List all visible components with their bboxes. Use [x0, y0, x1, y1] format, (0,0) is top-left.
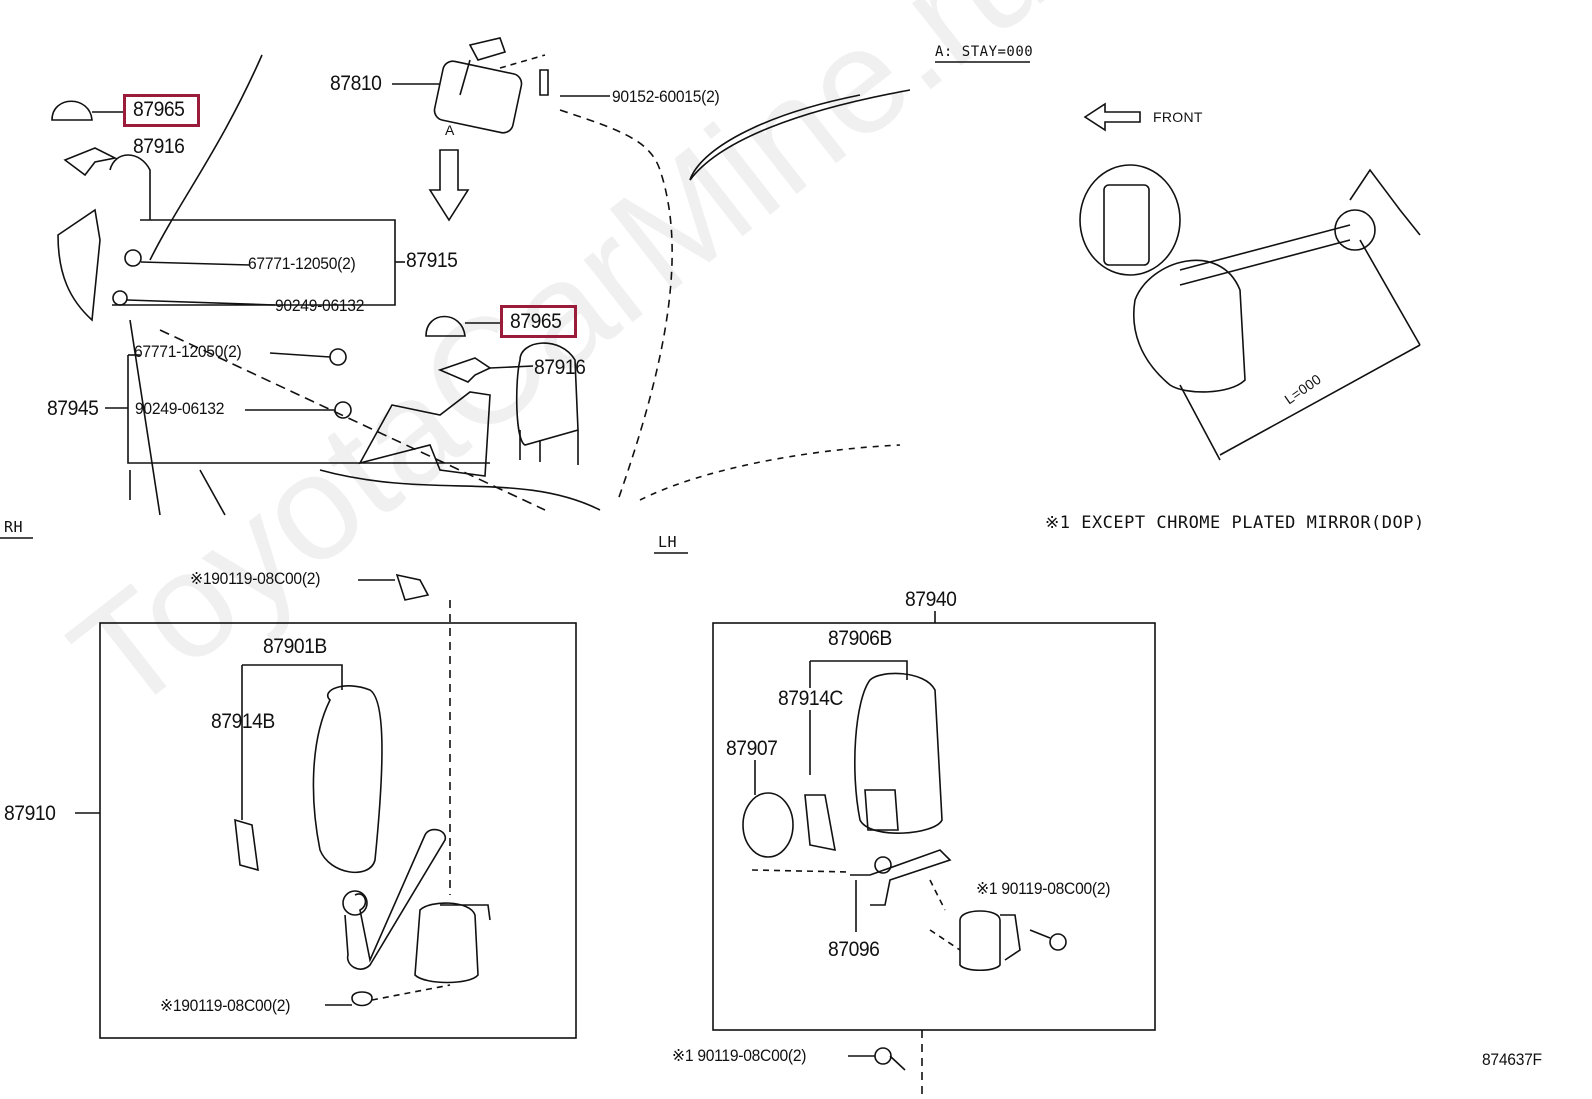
part-label-87916-lh[interactable]: 87916 — [534, 356, 586, 379]
stay-note: A: STAY=000 — [935, 44, 1034, 60]
except-note: ※1 EXCEPT CHROME PLATED MIRROR(DOP) — [1045, 513, 1425, 533]
highlight-87965-lh — [500, 305, 577, 338]
part-label-90119-d[interactable]: ※1 90119-08C00(2) — [672, 1046, 807, 1065]
part-label-87810[interactable]: 87810 — [330, 72, 382, 95]
diagram-id: 874637F — [1482, 1050, 1542, 1069]
part-label-87915[interactable]: 87915 — [406, 249, 458, 272]
part-label-87945[interactable]: 87945 — [47, 397, 99, 420]
part-label-87916-rh[interactable]: 87916 — [133, 135, 185, 158]
highlight-87965-rh — [123, 94, 200, 127]
part-label-87901b[interactable]: 87901B — [263, 635, 327, 658]
part-label-87914c[interactable]: 87914C — [778, 687, 843, 710]
part-label-90249-b[interactable]: 90249-06132 — [135, 399, 225, 418]
part-label-87910[interactable]: 87910 — [4, 802, 56, 825]
part-label-90152[interactable]: 90152-60015(2) — [612, 87, 720, 106]
part-label-90119-c[interactable]: ※1 90119-08C00(2) — [976, 879, 1111, 898]
part-label-90119-b[interactable]: ※190119-08C00(2) — [160, 996, 291, 1015]
part-label-87965-rh[interactable]: 87965 — [133, 98, 185, 121]
view-label-a: A — [445, 122, 455, 138]
part-label-90249-a[interactable]: 90249-06132 — [275, 296, 365, 315]
part-label-87096[interactable]: 87096 — [828, 938, 880, 961]
part-label-67771-b[interactable]: 67771-12050(2) — [134, 342, 242, 361]
mirror-cover-icon — [51, 100, 93, 121]
part-label-87907[interactable]: 87907 — [726, 737, 778, 760]
part-label-90119-a[interactable]: ※190119-08C00(2) — [190, 569, 321, 588]
part-label-87965-lh[interactable]: 87965 — [510, 310, 562, 333]
side-label-lh: LH — [658, 533, 678, 551]
part-label-87940[interactable]: 87940 — [905, 588, 957, 611]
part-label-67771-a[interactable]: 67771-12050(2) — [248, 254, 356, 273]
part-label-87906b[interactable]: 87906B — [828, 627, 892, 650]
side-label-rh: RH — [4, 518, 24, 536]
front-label: FRONT — [1153, 109, 1203, 125]
part-label-87914b[interactable]: 87914B — [211, 710, 275, 733]
